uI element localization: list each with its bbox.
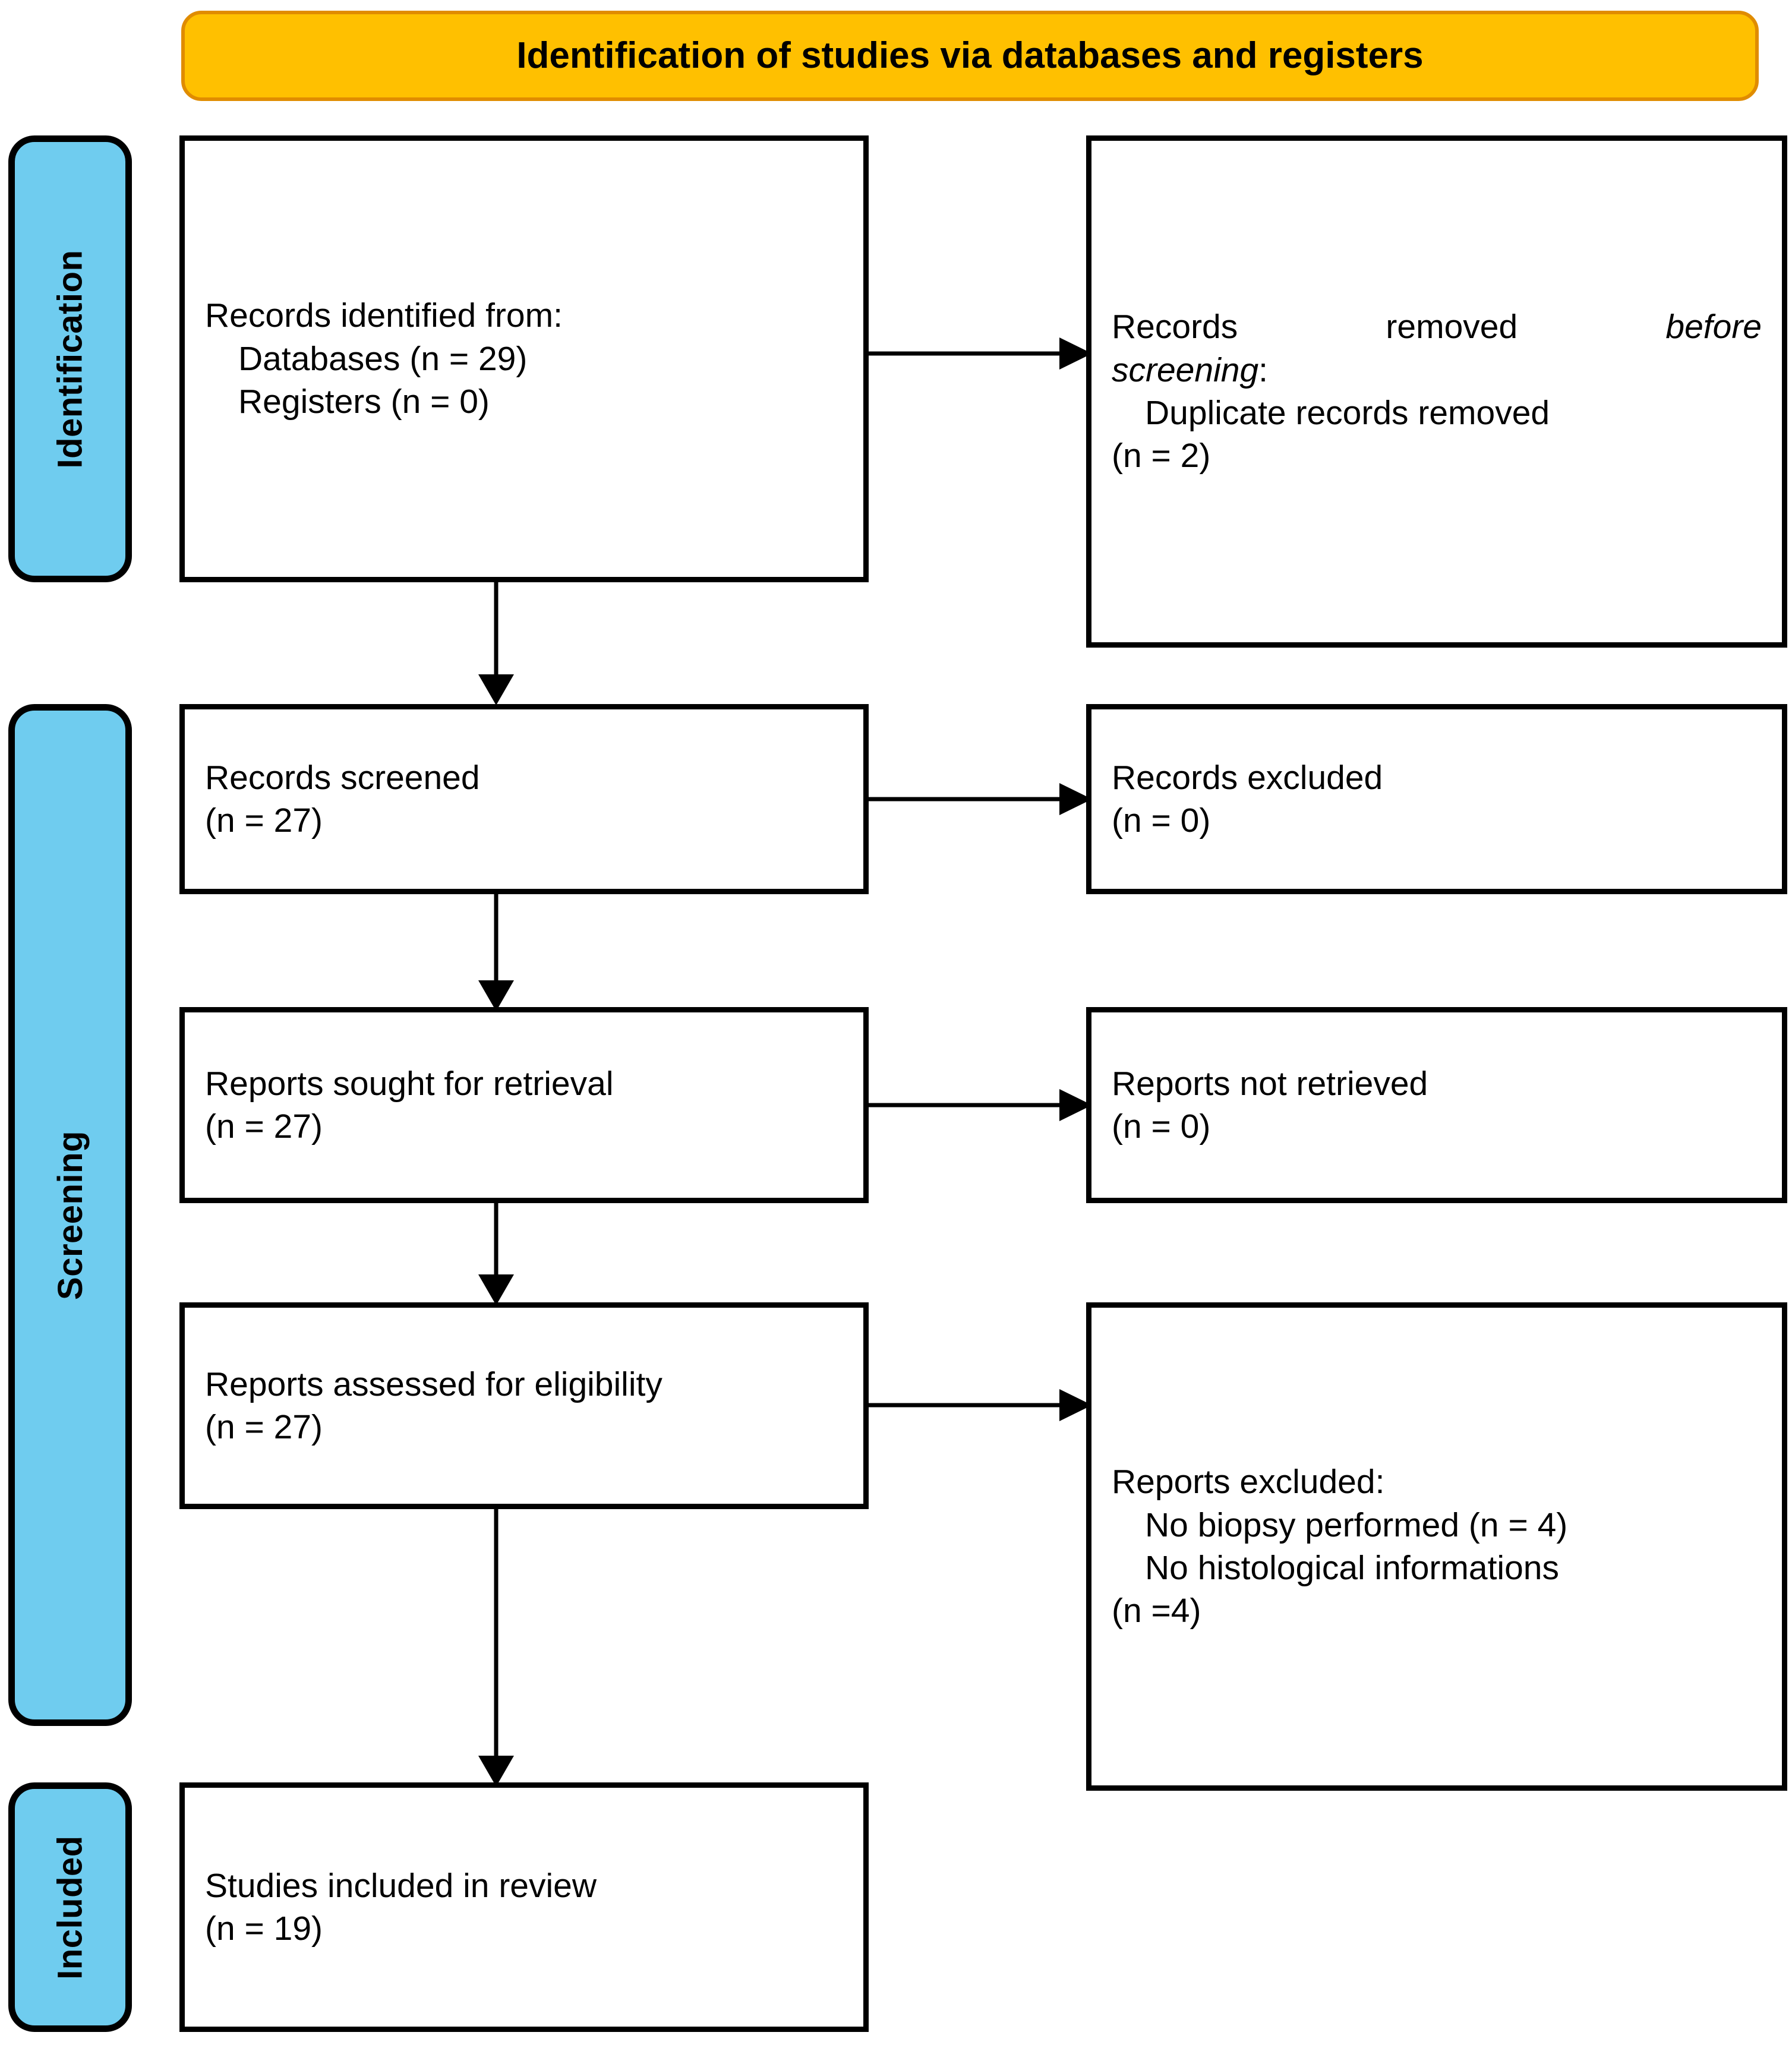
connector-sought-to-assessed <box>472 1200 520 1307</box>
records-removed-colon: : <box>1258 351 1268 389</box>
reports-assessed-label: Reports assessed for eligibility <box>205 1365 662 1403</box>
box-reports-not-retrieved: Reports not retrieved (n = 0) <box>1086 1007 1787 1203</box>
phase-label-screening: Screening <box>8 704 132 1726</box>
reports-excluded-no-histology: No histological informations <box>1145 1549 1559 1587</box>
connector-screened-to-records-excluded <box>863 778 1095 820</box>
reports-excluded-no-biopsy: No biopsy performed (n = 4) <box>1145 1506 1568 1544</box>
box-reports-sought: Reports sought for retrieval (n = 27) <box>179 1007 869 1203</box>
records-removed-before: before <box>1665 308 1762 346</box>
reports-not-retrieved-label: Reports not retrieved <box>1112 1064 1428 1103</box>
records-excluded-count: (n = 0) <box>1112 801 1211 840</box>
box-studies-included: Studies included in review (n = 19) <box>179 1782 869 2032</box>
box-records-removed: Records removed before screening: Duplic… <box>1086 135 1787 648</box>
banner-title: Identification of studies via databases … <box>516 34 1424 76</box>
phase-label-identification-text: Identification <box>51 250 90 468</box>
records-removed-line-2: screening: <box>1112 349 1762 392</box>
reports-sought-count: (n = 27) <box>205 1107 323 1146</box>
records-removed-count: (n = 2) <box>1112 437 1211 475</box>
reports-excluded-count: (n =4) <box>1112 1592 1201 1630</box>
records-identified-databases: Databases (n = 29) <box>238 339 528 378</box>
phase-label-included-text: Included <box>51 1835 90 1980</box>
records-excluded-label: Records excluded <box>1112 758 1383 797</box>
phase-label-included: Included <box>8 1782 132 2032</box>
connector-identified-to-removed <box>863 333 1095 374</box>
reports-assessed-count: (n = 27) <box>205 1408 323 1446</box>
box-reports-assessed: Reports assessed for eligibility (n = 27… <box>179 1302 869 1509</box>
records-identified-registers: Registers (n = 0) <box>238 383 490 421</box>
connector-screened-to-sought <box>472 891 520 1013</box>
phase-label-screening-text: Screening <box>51 1130 90 1300</box>
records-removed-lead: Records removed <box>1112 308 1666 346</box>
box-records-screened: Records screened (n = 27) <box>179 704 869 894</box>
records-screened-count: (n = 27) <box>205 801 323 840</box>
records-removed-duplicates: Duplicate records removed <box>1145 394 1550 432</box>
reports-not-retrieved-count: (n = 0) <box>1112 1107 1211 1146</box>
records-identified-line-1: Records identified from: <box>205 296 563 335</box>
records-removed-line-1: Records removed before <box>1112 305 1762 348</box>
box-reports-excluded: Reports excluded: No biopsy performed (n… <box>1086 1302 1787 1791</box>
records-screened-label: Records screened <box>205 758 480 797</box>
studies-included-label: Studies included in review <box>205 1866 597 1905</box>
connector-identified-to-screened <box>472 579 520 707</box>
connector-assessed-to-included <box>472 1506 520 1788</box>
records-removed-screening: screening <box>1112 351 1259 389</box>
box-records-identified: Records identified from: Databases (n = … <box>179 135 869 582</box>
phase-label-identification: Identification <box>8 135 132 582</box>
box-records-excluded: Records excluded (n = 0) <box>1086 704 1787 894</box>
connector-assessed-to-reports-excluded <box>863 1384 1095 1426</box>
connector-sought-to-not-retrieved <box>863 1084 1095 1126</box>
reports-sought-label: Reports sought for retrieval <box>205 1064 614 1103</box>
reports-excluded-label: Reports excluded: <box>1112 1463 1385 1501</box>
studies-included-count: (n = 19) <box>205 1910 323 1948</box>
identification-banner: Identification of studies via databases … <box>181 11 1759 101</box>
